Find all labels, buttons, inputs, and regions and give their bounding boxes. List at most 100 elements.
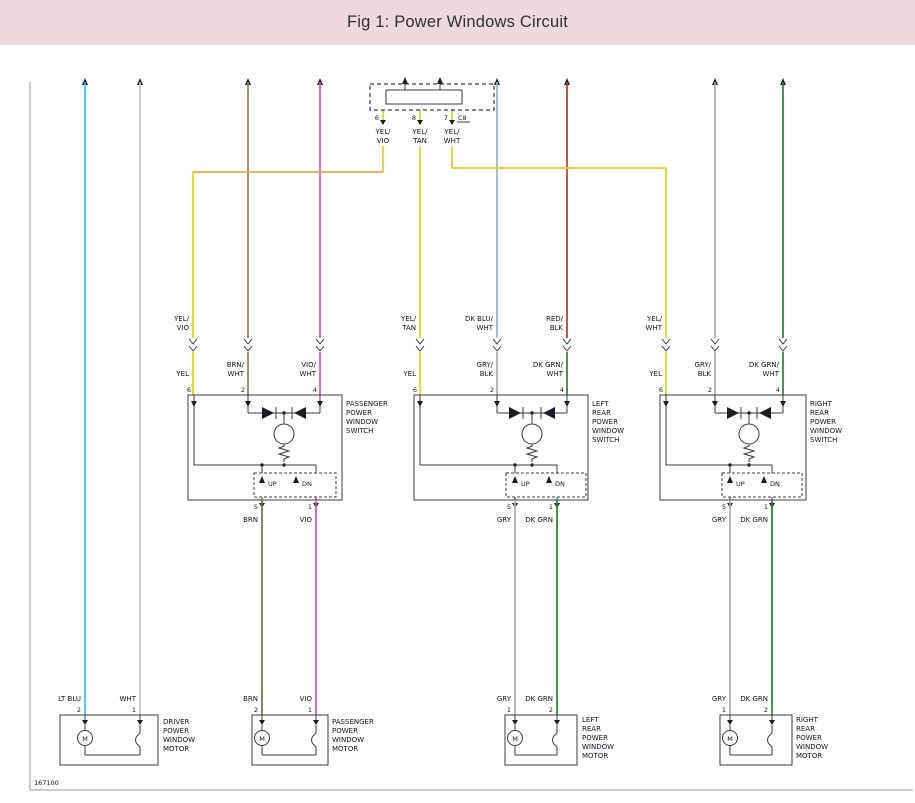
pin-arrow-icon — [191, 401, 197, 407]
wire-color-label: WHT — [646, 324, 663, 332]
position-label: UP — [521, 480, 530, 488]
diode-icon — [759, 407, 771, 419]
wire-color-label: BLK — [698, 370, 712, 378]
pin-number: 2 — [254, 706, 258, 714]
pin-number: 1 — [722, 706, 726, 714]
pin-number: 2 — [77, 706, 81, 714]
motor-name: MOTOR — [796, 752, 822, 760]
right-rear-window-switch: 6 2 4 — [659, 386, 842, 511]
wire-color-label: YEL/ — [444, 128, 461, 136]
inline-connector-chevrons — [188, 338, 788, 352]
wire-color-label: WHT — [120, 695, 137, 703]
position-selector-box — [505, 472, 587, 498]
pin-arrow-icon — [313, 720, 319, 725]
chevron-icon — [778, 345, 788, 352]
wire-color-label: VIO — [300, 695, 313, 703]
motor-name: WINDOW — [332, 736, 364, 744]
pin-number: 6 — [659, 386, 663, 394]
pin-number: 1 — [132, 706, 136, 714]
chevron-icon — [562, 338, 572, 345]
diode-icon — [509, 407, 521, 419]
diode-icon — [262, 407, 274, 419]
driver-window-motor: 2 1 M DRIVER POWER WINDOW MOTOR — [59, 706, 195, 766]
position-selector-box — [253, 472, 337, 498]
switch-name: WINDOW — [810, 427, 842, 435]
pin-arrow-icon — [769, 720, 775, 725]
wire-color-label: TAN — [401, 324, 416, 332]
wire-color-label: WHT — [477, 324, 494, 332]
figure-title-bar: Fig 1: Power Windows Circuit — [0, 0, 915, 45]
pin-number: 1 — [764, 503, 768, 511]
connector-c8-inner-box — [385, 89, 463, 105]
pin-arrow-icon — [449, 120, 455, 125]
wire-color-label: YEL/ — [375, 128, 392, 136]
wire-top-arrow-icon — [494, 78, 500, 85]
wire-color-label: GRY/ — [695, 361, 712, 369]
illumination-lamp-icon — [273, 423, 295, 445]
dn-arrow-icon — [293, 476, 299, 483]
diagram-id: 167100 — [34, 779, 59, 787]
switch-name: SWITCH — [810, 436, 837, 444]
pin-arrow-icon — [417, 120, 423, 125]
switch-box — [187, 394, 343, 501]
switch-name: SWITCH — [592, 436, 619, 444]
wire-top-arrow-icon — [780, 78, 786, 85]
motor-name: DRIVER — [163, 718, 190, 726]
pin-arrow-icon — [417, 401, 423, 407]
chevron-icon — [778, 338, 788, 345]
pin-arrow-icon — [663, 401, 669, 407]
wire-top-arrow-icon — [564, 78, 570, 85]
pin-number: 6 — [413, 386, 417, 394]
wire-color-label: YEL/ — [173, 315, 190, 323]
motor-name: POWER — [163, 727, 189, 735]
motor-name: REAR — [582, 725, 601, 733]
pin-arrow-icon — [245, 401, 251, 407]
left-rear-window-motor: 1 2 M LEFT REAR POWER WINDOW MOTOR — [504, 706, 614, 766]
switch-name: WINDOW — [346, 418, 378, 426]
motor-name: WINDOW — [582, 743, 614, 751]
pin-number: 4 — [560, 386, 564, 394]
wire-color-label: LT BLU — [58, 695, 81, 703]
wire-color-label: VIO — [300, 516, 313, 524]
switch-name: POWER — [810, 418, 836, 426]
pin-arrow-icon — [712, 401, 718, 407]
chevron-icon — [415, 338, 425, 345]
switch-name: POWER — [346, 409, 372, 417]
pin-number: 1 — [507, 706, 511, 714]
wire-color-label: BLK — [480, 370, 494, 378]
wire-color-label: RED/ — [546, 315, 564, 323]
pin-arrow-icon — [564, 401, 570, 407]
pin-arrow-icon — [137, 720, 143, 725]
pin-arrow-icon — [380, 120, 386, 125]
wire-color-label: GRY/ — [477, 361, 494, 369]
position-label: UP — [736, 480, 745, 488]
resistor-zigzag-icon — [742, 444, 756, 462]
wire-color-label: DK GRN — [525, 695, 553, 703]
wire-color-label: BRN — [243, 516, 258, 524]
motor-symbol: M — [82, 735, 88, 743]
motor-name: MOTOR — [163, 745, 189, 753]
connector-pin-number: 6 — [375, 114, 379, 122]
motor-box — [251, 714, 329, 766]
pin-number: 4 — [313, 386, 317, 394]
up-arrow-icon — [259, 476, 265, 483]
wire-color-label: DK GRN — [740, 695, 768, 703]
connector-c8-box — [369, 83, 495, 111]
up-arrow-icon — [512, 476, 518, 483]
chevron-icon — [188, 345, 198, 352]
wire-color-label: DK GRN — [740, 516, 768, 524]
wire-color-label: DK BLU/ — [465, 315, 494, 323]
motor-name: POWER — [796, 734, 822, 742]
switch-name: REAR — [592, 409, 611, 417]
connector-c8: 6 8 7 C8 YEL/ VIO YEL/ TAN YEL/ WHT — [369, 77, 495, 145]
chevron-icon — [661, 338, 671, 345]
wire-color-label: BLK — [550, 324, 564, 332]
switch-name: RIGHT — [810, 400, 833, 408]
connector-pin-number: 7 — [444, 114, 448, 122]
pin-arrow-icon — [317, 401, 323, 407]
switch-arc-icon — [552, 732, 558, 748]
diode-icon — [543, 407, 555, 419]
position-label: DN — [555, 480, 565, 488]
wire-color-label: GRY — [712, 516, 727, 524]
